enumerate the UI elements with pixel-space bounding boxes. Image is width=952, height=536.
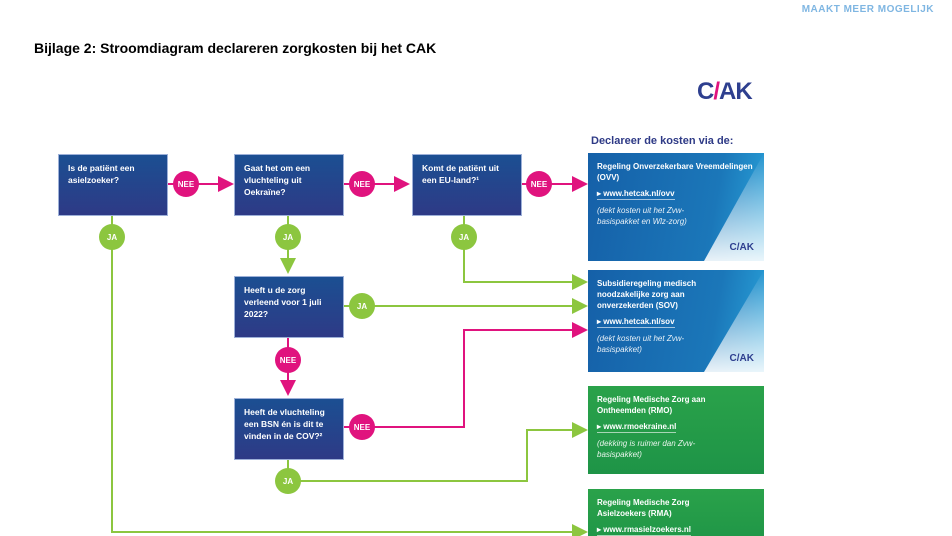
cak-logo: C/AK — [697, 78, 753, 106]
question-eu-country: Komt de patiënt uit een EU-land?¹ — [412, 154, 522, 216]
regulation-link[interactable]: ▸ www.hetcak.nl/sov — [597, 317, 675, 328]
regulation-ovv: Regeling Onverzekerbare Vreemdelingen (O… — [588, 153, 764, 261]
regulation-rma: Regeling Medische Zorg Asielzoekers (RMA… — [588, 489, 764, 536]
no-badge: NEE — [526, 171, 552, 197]
cak-mini-logo: C/AK — [729, 353, 754, 364]
declare-title: Declareer de kosten via de: — [591, 135, 734, 147]
logo-slash: / — [713, 78, 720, 105]
regulation-note: (dekking is ruimer dan Zvw-basispakket) — [597, 439, 696, 459]
yes-badge: JA — [349, 293, 375, 319]
regulation-title: Regeling Medische Zorg Asielzoekers (RMA… — [597, 498, 690, 518]
regulation-title: Regeling Medische Zorg aan Ontheemden (R… — [597, 395, 706, 415]
regulation-title: Subsidieregeling medisch noodzakelijke z… — [597, 279, 697, 310]
question-ukraine-refugee: Gaat het om een vluchteling uit Oekraïne… — [234, 154, 344, 216]
cak-mini-logo: C/AK — [729, 242, 754, 253]
question-care-before-july: Heeft u de zorg verleend voor 1 juli 202… — [234, 276, 344, 338]
question-asylum-seeker: Is de patiënt een asielzoeker? — [58, 154, 168, 216]
regulation-link[interactable]: ▸ www.hetcak.nl/ovv — [597, 189, 675, 200]
regulation-title: Regeling Onverzekerbare Vreemdelingen (O… — [597, 162, 753, 182]
yes-badge: JA — [275, 224, 301, 250]
logo-ak: AK — [719, 78, 753, 105]
yes-badge: JA — [99, 224, 125, 250]
logo-c: C — [697, 78, 714, 105]
tagline: MAAKT MEER MOGELIJK — [801, 4, 934, 15]
regulation-note: (dekt kosten uit het Zvw-basispakket en … — [597, 206, 687, 226]
arrow-q1-yes — [111, 214, 588, 536]
question-bsn-cov: Heeft de vluchteling een BSN én is dit t… — [234, 398, 344, 460]
regulation-link[interactable]: ▸ www.rmasielzoekers.nl — [597, 525, 691, 536]
regulation-sov: Subsidieregeling medisch noodzakelijke z… — [588, 270, 764, 372]
regulation-note: (dekt kosten uit het Zvw-basispakket) — [597, 334, 685, 354]
regulation-link[interactable]: ▸ www.rmoekraine.nl — [597, 422, 677, 433]
no-badge: NEE — [275, 347, 301, 373]
yes-badge: JA — [275, 468, 301, 494]
arrow-q5-no — [344, 322, 588, 428]
yes-badge: JA — [451, 224, 477, 250]
regulation-rmo: Regeling Medische Zorg aan Ontheemden (R… — [588, 386, 764, 474]
no-badge: NEE — [349, 171, 375, 197]
arrow-q3-yes — [463, 214, 588, 290]
no-badge: NEE — [349, 414, 375, 440]
page-title: Bijlage 2: Stroomdiagram declareren zorg… — [34, 40, 437, 56]
no-badge: NEE — [173, 171, 199, 197]
